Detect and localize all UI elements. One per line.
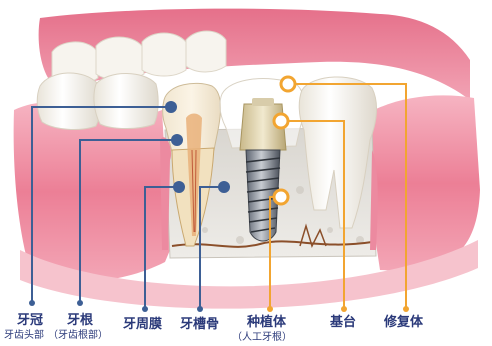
alveolar-marker xyxy=(218,181,230,193)
root-sublabel: （牙齿根部） xyxy=(48,331,108,341)
crown-marker xyxy=(165,101,177,113)
periodontal-label: 牙周膜 xyxy=(123,318,162,331)
implant-label: 种植体 xyxy=(247,316,286,329)
periodontal-marker xyxy=(173,181,185,193)
alveolar-label: 牙槽骨 xyxy=(180,318,219,331)
abutment-marker xyxy=(274,114,288,128)
left-molars xyxy=(37,73,158,130)
implant-sublabel: （人工牙根） xyxy=(232,333,292,343)
abutment-top xyxy=(252,98,274,106)
crown-sublabel: 牙齿头部 xyxy=(4,331,44,341)
restoration-label: 修复体 xyxy=(384,316,423,329)
crown-label: 牙冠 xyxy=(17,314,43,327)
abutment-label: 基台 xyxy=(330,316,356,329)
implant-marker xyxy=(274,190,288,204)
root-marker xyxy=(171,134,183,146)
lower-gum-right xyxy=(370,95,480,272)
lower-gum xyxy=(14,102,170,281)
root-label: 牙根 xyxy=(67,314,93,327)
restoration-marker xyxy=(281,77,295,91)
